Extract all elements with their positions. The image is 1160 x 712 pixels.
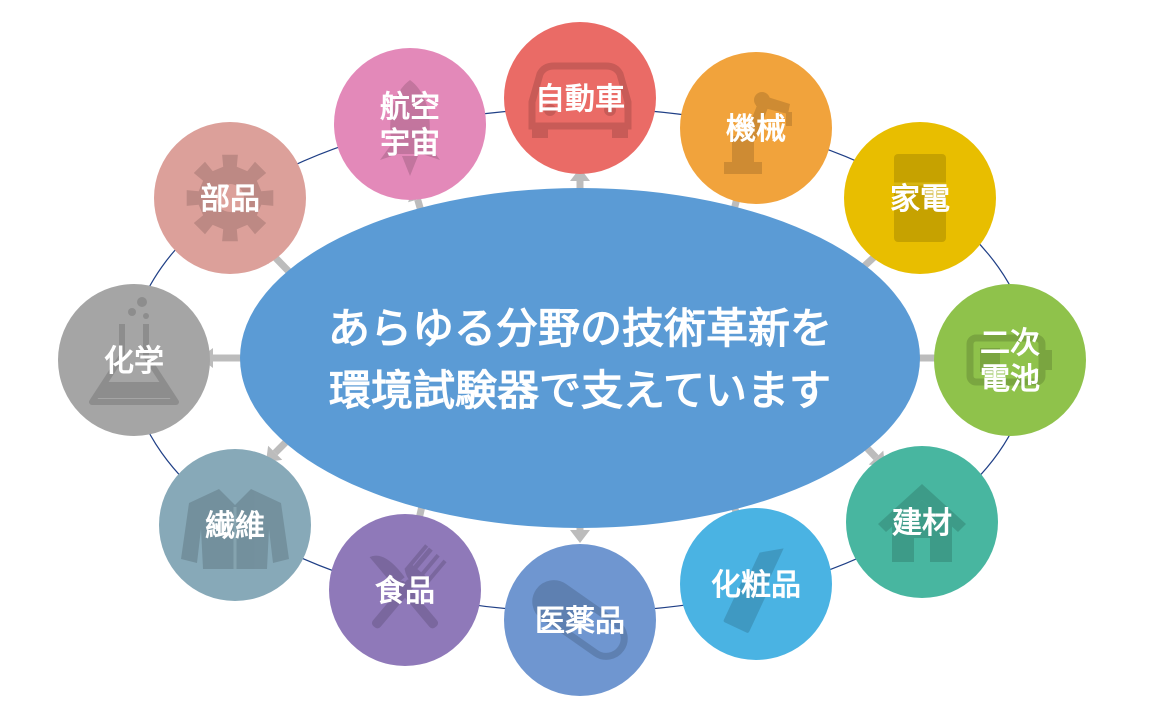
node-circle	[680, 508, 832, 660]
battery-icon	[966, 334, 1052, 386]
refrigerator-icon	[894, 154, 946, 242]
node-circle	[154, 122, 306, 274]
node-circle	[159, 449, 311, 601]
jacket-icon	[181, 489, 289, 569]
node-food: 食品	[329, 514, 481, 666]
node-textiles: 繊維	[159, 449, 311, 601]
gear-icon	[186, 154, 274, 242]
node-label: 建材	[892, 506, 952, 541]
node-label: 航空	[380, 90, 440, 125]
node-label: 化粧品	[711, 568, 801, 603]
node-label: 二次	[980, 326, 1040, 361]
capsule-icon	[532, 580, 628, 660]
robot-arm-icon	[724, 92, 792, 174]
center-title-line-1: あらゆる分野の技術革新を	[328, 304, 832, 353]
node-label: 宇宙	[380, 126, 440, 161]
node-label: 医薬品	[535, 604, 625, 639]
node-label: 家電	[890, 182, 950, 217]
node-chemistry: 化学	[58, 284, 210, 436]
node-automobile: 自動車	[504, 22, 656, 174]
rocket-icon	[380, 80, 440, 176]
node-label: 機械	[726, 112, 786, 147]
node-appliances: 家電	[844, 122, 996, 274]
node-circle	[844, 122, 996, 274]
node-building-materials: 建材	[846, 446, 998, 598]
node-machinery: 機械	[680, 52, 832, 204]
center-title-line-2: 環境試験器で支えています	[329, 366, 831, 415]
node-circle	[329, 514, 481, 666]
fork-knife-icon	[369, 544, 447, 629]
node-label: 電池	[980, 362, 1040, 397]
node-label: 食品	[375, 574, 435, 609]
node-circle	[334, 48, 486, 200]
node-pharmaceuticals: 医薬品	[504, 544, 656, 696]
center-ellipse	[240, 188, 920, 528]
node-circle	[504, 22, 656, 174]
lipstick-icon	[723, 548, 784, 633]
node-label: 繊維	[205, 509, 265, 544]
node-label: 部品	[200, 182, 260, 217]
node-circle	[680, 52, 832, 204]
car-icon	[528, 62, 632, 138]
node-parts: 部品	[154, 122, 306, 274]
node-cosmetics: 化粧品	[680, 508, 832, 660]
node-circle	[504, 544, 656, 696]
flask-icon	[89, 297, 179, 405]
node-circle	[934, 284, 1086, 436]
node-circle	[846, 446, 998, 598]
node-label: 自動車	[535, 82, 625, 117]
node-label: 化学	[104, 344, 164, 379]
node-circle	[58, 284, 210, 436]
